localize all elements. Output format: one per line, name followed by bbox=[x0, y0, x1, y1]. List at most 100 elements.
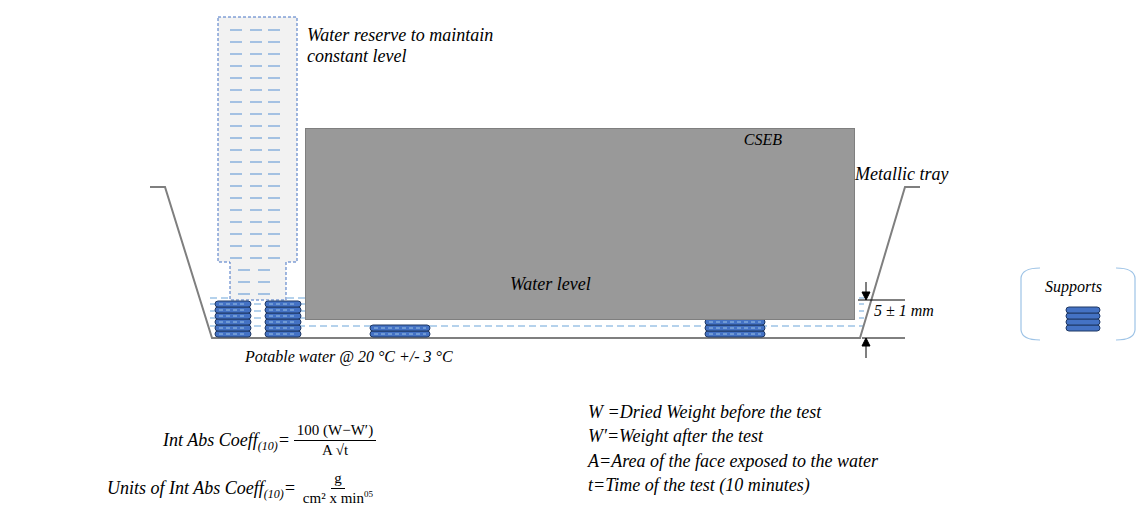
water-dash bbox=[230, 257, 242, 258]
support-disc bbox=[265, 307, 301, 313]
disc-line bbox=[269, 316, 297, 317]
water-dash bbox=[268, 65, 280, 66]
water-dash bbox=[238, 281, 250, 282]
reserve-label: Water reserve to maintain constant level bbox=[307, 25, 497, 66]
reserve-water bbox=[230, 30, 280, 294]
water-dash bbox=[268, 233, 280, 234]
fraction: gcm² x min05 bbox=[300, 470, 376, 507]
dimension-5mm bbox=[858, 282, 905, 358]
support-disc bbox=[265, 331, 301, 337]
formula: Int Abs Coeff(10)=100 (W−W′)A √t bbox=[163, 422, 376, 459]
water-dash bbox=[230, 173, 242, 174]
support-disc bbox=[265, 313, 301, 319]
bracket-left bbox=[1021, 268, 1040, 340]
water-dash bbox=[268, 185, 280, 186]
disc-line bbox=[374, 334, 426, 335]
support-disc bbox=[705, 325, 765, 331]
water-dash bbox=[250, 89, 262, 90]
support-disc bbox=[215, 301, 251, 307]
water-dash bbox=[258, 281, 270, 282]
disc-line bbox=[219, 334, 247, 335]
support-disc bbox=[1066, 307, 1100, 313]
fraction-denominator: A √t bbox=[319, 441, 351, 459]
water-dash bbox=[230, 197, 242, 198]
support-disc bbox=[1066, 319, 1100, 325]
water-dash bbox=[268, 41, 280, 42]
support-disc bbox=[265, 319, 301, 325]
water-dash bbox=[250, 209, 262, 210]
dimension-label: 5 ± 1 mm bbox=[874, 302, 934, 320]
water-dash bbox=[250, 221, 262, 222]
bracket-right bbox=[1116, 268, 1135, 340]
definition-note: A=Area of the face exposed to the water bbox=[588, 451, 878, 472]
water-dash bbox=[230, 209, 242, 210]
disc-line bbox=[219, 322, 247, 323]
definition-note: t=Time of the test (10 minutes) bbox=[588, 475, 810, 496]
water-reserve-outline bbox=[218, 17, 297, 300]
formula-subscript: (10) bbox=[264, 487, 284, 502]
disc-line bbox=[269, 334, 297, 335]
water-dash bbox=[268, 221, 280, 222]
water-dash bbox=[268, 173, 280, 174]
water-dash bbox=[230, 53, 242, 54]
support-disc bbox=[215, 319, 251, 325]
water-dash bbox=[268, 89, 280, 90]
water-dash bbox=[250, 185, 262, 186]
water-level-label: Water level bbox=[510, 274, 591, 295]
water-dash bbox=[230, 89, 242, 90]
water-dash bbox=[268, 113, 280, 114]
water-dash bbox=[250, 233, 262, 234]
exponent: 05 bbox=[364, 489, 373, 499]
water-dash bbox=[250, 125, 262, 126]
support-disc bbox=[370, 325, 430, 331]
disc-line bbox=[374, 328, 426, 329]
disc-line bbox=[269, 328, 297, 329]
disc-line bbox=[709, 322, 761, 323]
disc-line bbox=[709, 334, 761, 335]
water-dash bbox=[250, 137, 262, 138]
fraction-denominator-text: A √t bbox=[322, 442, 348, 458]
support-disc bbox=[215, 307, 251, 313]
water-dash bbox=[250, 113, 262, 114]
disc-line bbox=[219, 316, 247, 317]
water-dash bbox=[268, 209, 280, 210]
water-dash bbox=[268, 77, 280, 78]
disc-line bbox=[269, 322, 297, 323]
formula-subscript: (10) bbox=[258, 439, 278, 454]
water-dash bbox=[268, 257, 280, 258]
definition-note: W′=Weight after the test bbox=[588, 426, 763, 447]
water-dash bbox=[230, 233, 242, 234]
water-dash bbox=[268, 125, 280, 126]
water-dash bbox=[230, 113, 242, 114]
water-temperature-note: Potable water @ 20 °C +/- 3 °C bbox=[245, 348, 453, 366]
supports-label: Supports bbox=[1045, 278, 1102, 296]
disc-line bbox=[219, 310, 247, 311]
water-dash bbox=[250, 53, 262, 54]
water-dash bbox=[230, 125, 242, 126]
water-dash bbox=[230, 29, 242, 30]
support-disc bbox=[1066, 325, 1100, 331]
water-dash bbox=[250, 77, 262, 78]
support-disc bbox=[265, 325, 301, 331]
support-disc bbox=[215, 331, 251, 337]
fraction-denominator: cm² x min05 bbox=[300, 489, 376, 507]
disc-line bbox=[219, 328, 247, 329]
disc-line bbox=[709, 328, 761, 329]
support-disc bbox=[265, 301, 301, 307]
water-dash bbox=[250, 245, 262, 246]
support-disc bbox=[215, 313, 251, 319]
formula-name: Int Abs Coeff bbox=[163, 430, 258, 451]
water-reserve: Water reserve to maintain constant level bbox=[218, 17, 298, 300]
water-dash bbox=[258, 293, 270, 294]
water-dash bbox=[230, 101, 242, 102]
water-dash bbox=[250, 65, 262, 66]
water-dash bbox=[250, 197, 262, 198]
water-dash bbox=[230, 149, 242, 150]
fraction-denominator-text: cm² x min bbox=[303, 490, 364, 506]
formula: Units of Int Abs Coeff(10)=gcm² x min05 bbox=[107, 470, 376, 507]
disc-line bbox=[269, 310, 297, 311]
water-dash bbox=[230, 137, 242, 138]
water-dash bbox=[230, 65, 242, 66]
water-dash bbox=[250, 257, 262, 258]
water-dash bbox=[250, 149, 262, 150]
